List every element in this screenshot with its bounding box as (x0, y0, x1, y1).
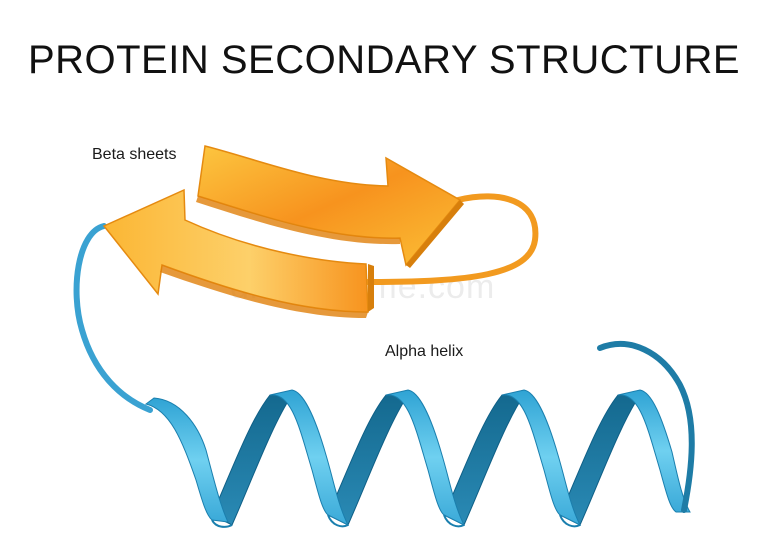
right-coil (597, 341, 695, 513)
beta-strand-upper (196, 145, 464, 268)
alpha-helix-label: Alpha helix (385, 343, 464, 360)
beta-turn-loop (365, 193, 539, 285)
diagram-title: PROTEIN SECONDARY STRUCTURE (27, 38, 741, 82)
left-coil (73, 223, 153, 413)
beta-strand-lower (102, 188, 374, 318)
beta-sheets-label: Beta sheets (92, 146, 177, 163)
alpha-helix (144, 389, 691, 528)
